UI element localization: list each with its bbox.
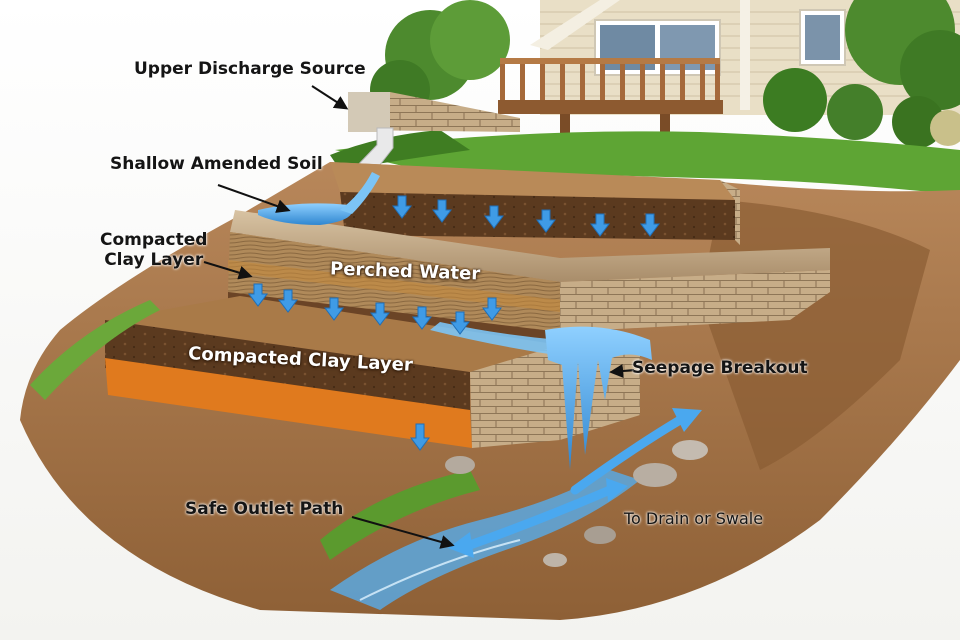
down-arrow-icon	[410, 423, 430, 451]
down-arrow-icon	[370, 302, 390, 326]
left-grass	[30, 300, 160, 400]
deck	[498, 58, 723, 136]
down-arrow-icon	[640, 213, 660, 237]
leader-arrow-icon	[311, 85, 349, 110]
outlet-arrow-icon	[570, 415, 685, 495]
label-to-drain-or-swale: To Drain or Swale	[624, 509, 764, 528]
label-line-2: Clay Layer	[104, 249, 204, 270]
label-seepage-breakout: Seepage Breakout	[632, 358, 808, 378]
down-arrow-icon	[324, 297, 344, 321]
leader-arrows	[203, 85, 635, 549]
rocks	[445, 440, 708, 567]
leader-arrow-icon	[609, 364, 635, 378]
outlet-flow-arrows	[448, 408, 702, 558]
lower-terrace	[105, 296, 640, 448]
down-arrow-icon	[432, 199, 452, 223]
down-arrow-icon	[392, 195, 412, 219]
upper-discharge-structure	[348, 92, 520, 176]
lawn	[335, 131, 960, 195]
down-arrow-icon	[450, 311, 470, 335]
down-arrow-icon	[484, 205, 504, 229]
down-arrow-icon	[590, 213, 610, 237]
outlet-grass	[320, 470, 480, 560]
label-safe-outlet-path: Safe Outlet Path	[185, 499, 344, 519]
label-compacted-clay-layer-upper: Compacted Clay Layer	[100, 230, 208, 270]
label-upper-discharge-source: Upper Discharge Source	[134, 59, 366, 79]
leader-arrow-icon	[203, 261, 253, 280]
down-arrow-icon	[278, 289, 298, 313]
discharge-stream	[340, 172, 380, 214]
seepage-breakout-water	[545, 326, 652, 470]
down-arrow-icon	[482, 297, 502, 321]
label-line-1: Compacted	[100, 230, 208, 250]
clay-layer-band	[105, 358, 472, 448]
label-shallow-amended-soil: Shallow Amended Soil	[110, 154, 323, 174]
leader-arrow-icon	[217, 184, 291, 213]
outlet-arrow-icon	[465, 485, 615, 550]
down-arrow-icon	[412, 306, 432, 330]
flow-arrows	[248, 195, 660, 451]
down-arrow-icon	[536, 209, 556, 233]
leader-arrow-icon	[351, 516, 455, 549]
down-arrow-icon	[248, 283, 268, 307]
